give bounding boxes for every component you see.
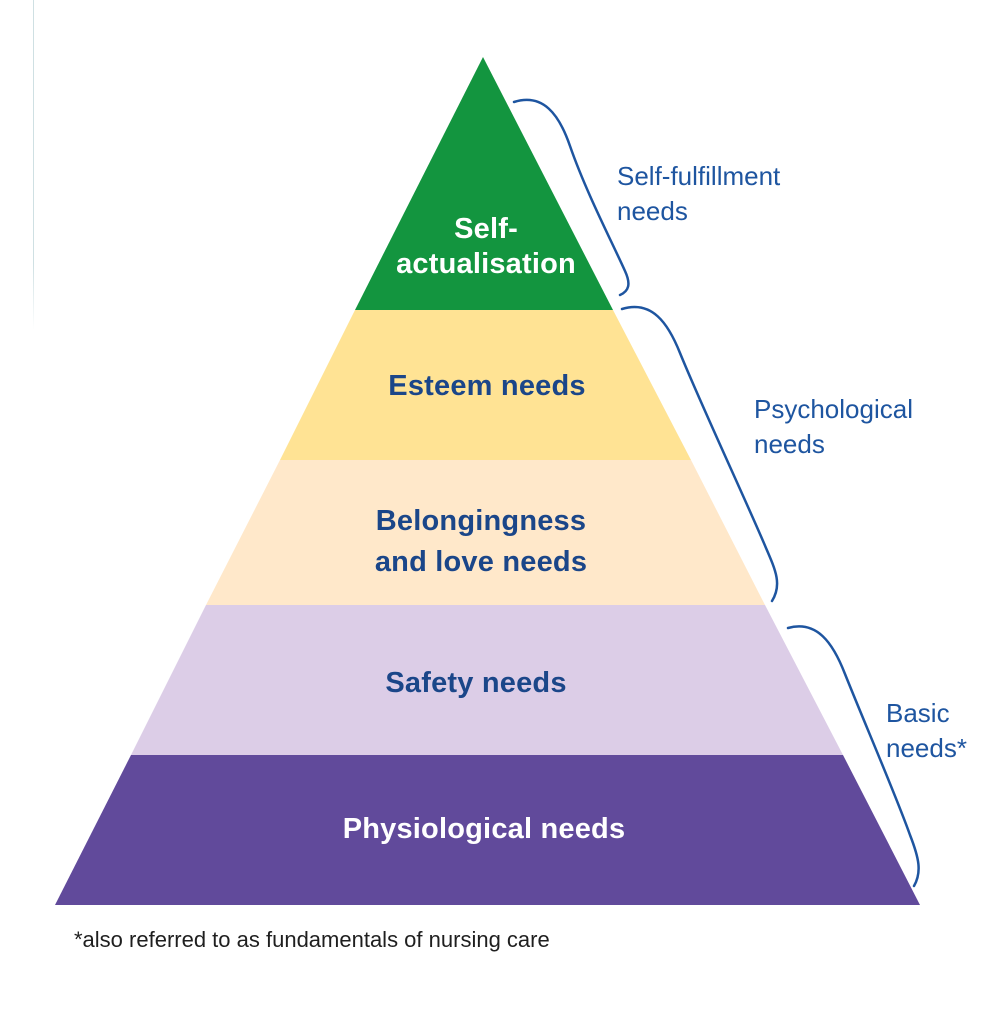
side-label-self-fulfillment-line2: needs <box>617 196 688 226</box>
footnote: *also referred to as fundamentals of nur… <box>74 927 550 952</box>
side-label-basic-line2: needs* <box>886 733 967 763</box>
pyramid-level-physiological-shape <box>55 755 920 905</box>
side-label-self-fulfillment: Self-fulfillment needs <box>617 159 780 229</box>
brace-self-fulfillment <box>512 98 630 297</box>
side-label-psychological-line2: needs <box>754 429 825 459</box>
label-belongingness-line1: Belongingness <box>375 505 587 537</box>
label-physiological-needs-text: Physiological needs <box>342 813 626 845</box>
label-belongingness: Belongingness and love needs <box>375 501 587 583</box>
label-self-actualisation-line1: Self- <box>454 213 518 245</box>
label-self-actualisation-line2: actualisation <box>396 248 576 280</box>
label-safety-needs: Safety needs <box>385 666 566 701</box>
pyramid-level-esteem-shape <box>280 310 691 460</box>
label-belongingness-line2: and love needs <box>374 546 588 578</box>
brace-basic <box>786 625 920 888</box>
side-label-basic: Basic needs* <box>886 696 967 766</box>
side-label-psychological-line1: Psychological <box>754 394 913 424</box>
label-safety-needs-text: Safety needs <box>385 667 567 699</box>
side-label-psychological: Psychological needs <box>754 392 913 462</box>
side-label-self-fulfillment-line1: Self-fulfillment <box>617 161 781 191</box>
pyramid-level-self-actualisation-shape <box>355 57 613 310</box>
left-edge-artifact-line <box>33 0 34 330</box>
label-esteem-needs-text: Esteem needs <box>388 370 586 402</box>
label-esteem-needs: Esteem needs <box>388 369 585 404</box>
pyramid-level-belongingness-shape <box>206 460 765 605</box>
label-physiological-needs: Physiological needs <box>343 812 626 847</box>
label-self-actualisation: Self- actualisation <box>396 212 576 282</box>
side-label-basic-line1: Basic <box>886 698 950 728</box>
pyramid-level-safety-shape <box>131 605 843 755</box>
brace-psychological <box>620 305 779 603</box>
